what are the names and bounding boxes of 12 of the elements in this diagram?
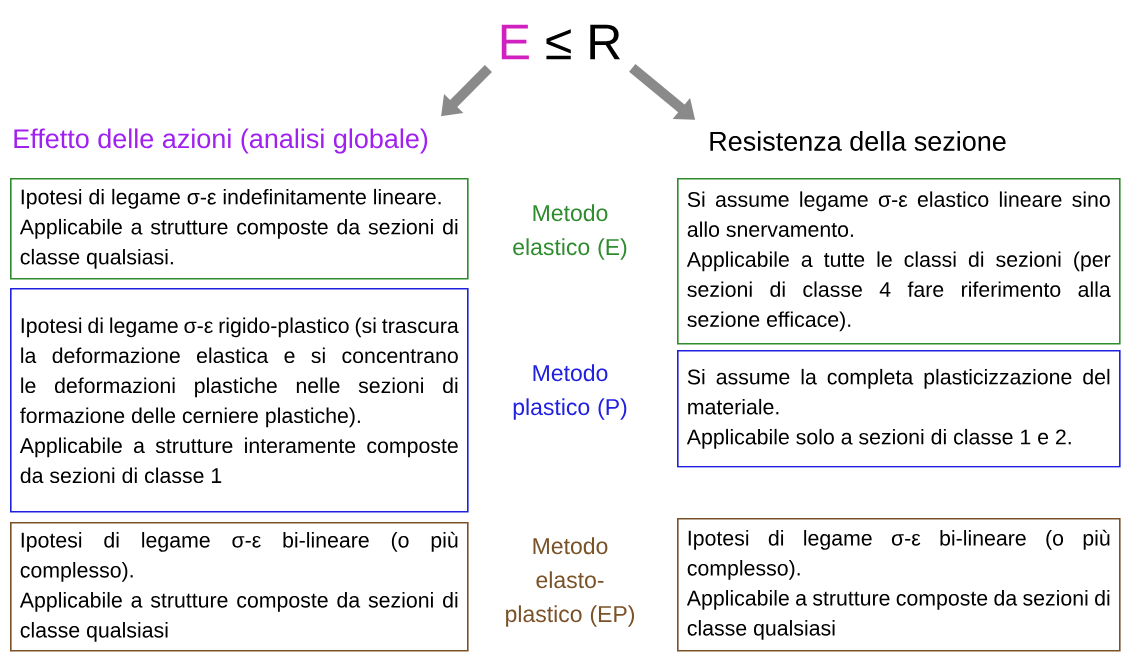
text-box: Ipotesi di legame σ-ε indefinitamente lineare. Applicabile a strutture composte da sezioni di classe qualsiasi.	[10, 178, 469, 280]
text-box: Ipotesi di legame σ-ε bi-lineare (o più complesso). Applicabile a strutture composte da sezioni di classe qualsiasi	[10, 522, 469, 652]
formula-heading: E ≤ R	[501, 24, 620, 60]
text-box: Ipotesi di legame σ-ε bi-lineare (o più complesso). Applicabile a strutture composte da sezioni di classe qualsiasi	[677, 518, 1121, 652]
column-heading: Resistenza della sezione	[710, 131, 1006, 151]
method-label: Metodo elastico (E)	[513, 204, 627, 260]
column-heading: Effetto delle azioni (analisi globale)	[14, 128, 428, 154]
text-box: Ipotesi di legame σ-ε rigido-plastico (si trascura la deformazione elastica e si concentrano le deformazioni plastiche nelle sezioni di formazione delle cerniere plastiche). Applicabile a strutture interamente composte da sezioni di classe 1	[10, 288, 469, 513]
text-box: Si assume legame σ-ε elastico lineare sino allo snervamento. Applicabile a tutte le classi di sezioni (per sezioni di classe 4 fare riferimento alla sezione efficace).	[677, 178, 1121, 345]
method-label: Metodo plastico (P)	[513, 364, 627, 420]
method-label: Metodo elasto-plastico (EP)	[506, 537, 634, 627]
text-box: Si assume la completa plasticizzazione del materiale. Applicabile solo a sezioni di classe 1 e 2.	[677, 350, 1121, 468]
